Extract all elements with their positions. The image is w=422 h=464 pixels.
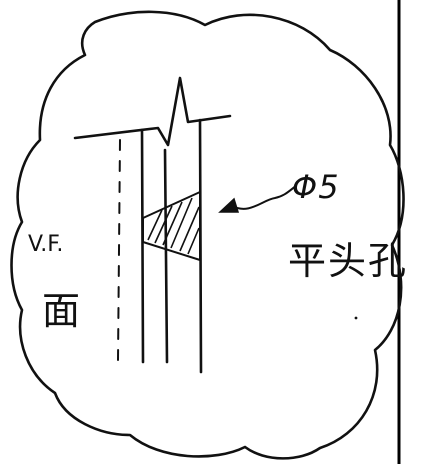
countersink-section [142, 191, 201, 261]
diameter-label: Φ5 [292, 168, 340, 206]
face-label: 面 [42, 289, 81, 333]
leader-line [231, 185, 297, 210]
hole-type-label: 平头孔 [288, 239, 409, 283]
stray-dot [354, 316, 358, 320]
center-dashed-line [117, 139, 121, 361]
countersink-hatching [147, 197, 200, 255]
part-mid-wall [163, 148, 169, 364]
part-left-wall [140, 128, 145, 364]
surface-label: V.F. [28, 232, 64, 257]
part-top-edge [73, 76, 232, 147]
detail-callout-outline [10, 10, 405, 460]
leader-arrowhead [218, 197, 240, 213]
